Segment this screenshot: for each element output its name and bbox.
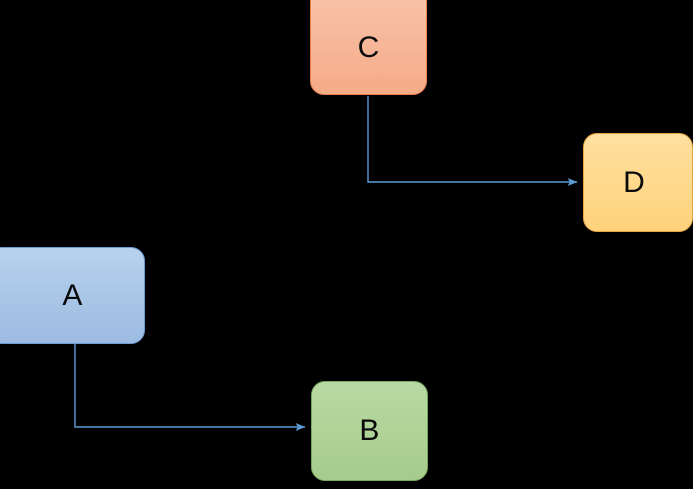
node-b[interactable]: B <box>311 381 428 481</box>
node-c-label: C <box>357 30 380 64</box>
node-a[interactable]: A <box>0 247 145 344</box>
node-a-label: A <box>62 278 83 312</box>
node-d[interactable]: D <box>583 133 693 232</box>
connector-a-to-b[interactable] <box>74 344 306 431</box>
connector-c-to-d[interactable] <box>367 96 578 186</box>
node-c[interactable]: C <box>310 0 427 95</box>
node-d-label: D <box>623 165 645 199</box>
node-b-label: B <box>359 414 380 447</box>
